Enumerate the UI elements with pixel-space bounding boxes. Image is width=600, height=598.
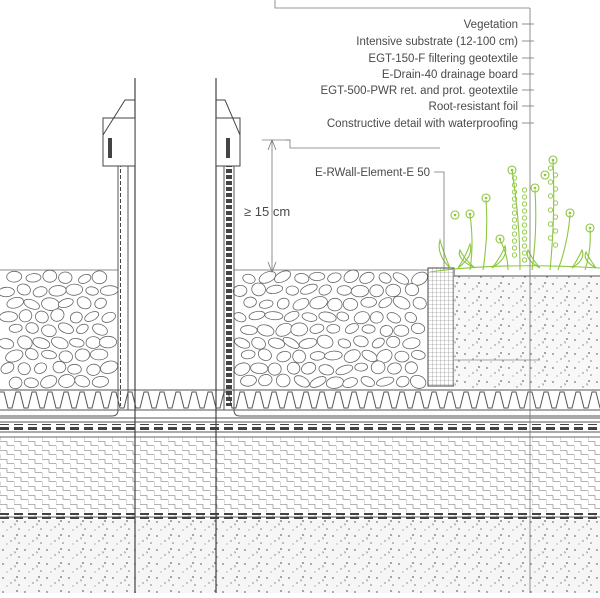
leader-lines (262, 0, 534, 593)
label-protection-geotextile: EGT-500-PWR ret. and prot. geotextile (320, 85, 518, 97)
label-root-foil: Root-resistant foil (429, 101, 518, 113)
waterproofing-membranes (0, 417, 600, 433)
insulation-layer (0, 436, 600, 519)
label-waterproofing: Constructive detail with waterproofing (327, 118, 518, 130)
dimension-label: ≥ 15 cm (244, 204, 290, 219)
gravel-substrate-layer (0, 269, 428, 390)
label-wall-element: E-RWall-Element-E 50 (315, 167, 430, 179)
layer-labels: Vegetation Intensive substrate (12-100 c… (244, 19, 518, 219)
label-drainage-board: E-Drain-40 drainage board (382, 69, 518, 81)
vegetation-plants (429, 155, 600, 273)
label-vegetation: Vegetation (464, 19, 518, 31)
drainage-board-layer (0, 389, 600, 411)
concrete-slab-layer (0, 520, 600, 593)
label-filter-geotextile: EGT-150-F filtering geotextile (368, 53, 518, 65)
wall-element (427, 267, 455, 387)
label-substrate: Intensive substrate (12-100 cm) (356, 36, 518, 48)
wall-profiles (0, 78, 600, 593)
planter-substrate (454, 275, 600, 388)
